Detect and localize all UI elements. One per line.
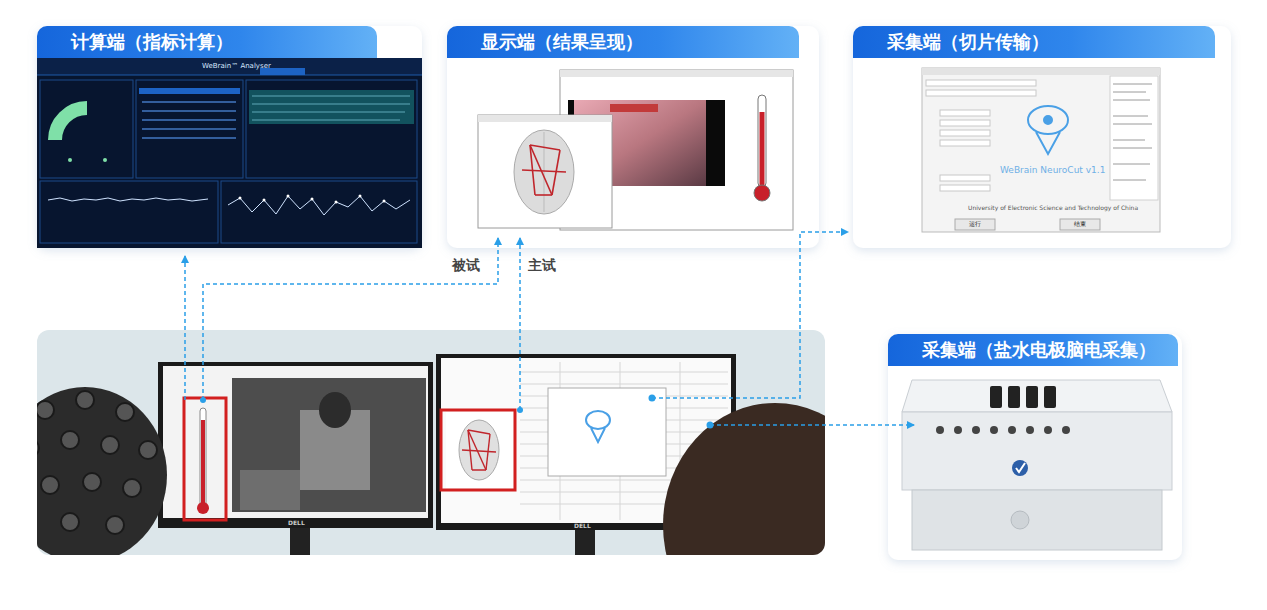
button-text: 结束	[1074, 221, 1086, 228]
header-text: 计算端（指标计算）	[71, 30, 233, 54]
section-header-tab: 采集端（切片传输）	[853, 26, 1215, 58]
section-header-tab: 计算端（指标计算）	[37, 26, 377, 58]
header-text: 采集端（盐水电极脑电采集）	[922, 338, 1156, 362]
software-title: WeBrain™ Analyser	[202, 63, 271, 71]
header-text: 显示端（结果呈现）	[481, 30, 643, 54]
role-label: 主试	[528, 258, 556, 273]
section-header-tab: 采集端（盐水电极脑电采集）	[888, 334, 1178, 366]
software-title: WeBrain NeuroCut v1.1	[1000, 166, 1105, 176]
button-text: 运行	[969, 221, 981, 228]
institution-text: University of Electronic Science and Tec…	[968, 205, 1138, 212]
role-label: 被试	[452, 258, 480, 273]
header-text: 采集端（切片传输）	[887, 30, 1049, 54]
brand-text: DELL	[574, 523, 591, 530]
section-header-tab: 显示端（结果呈现）	[447, 26, 799, 58]
brand-text: DELL	[288, 520, 305, 527]
